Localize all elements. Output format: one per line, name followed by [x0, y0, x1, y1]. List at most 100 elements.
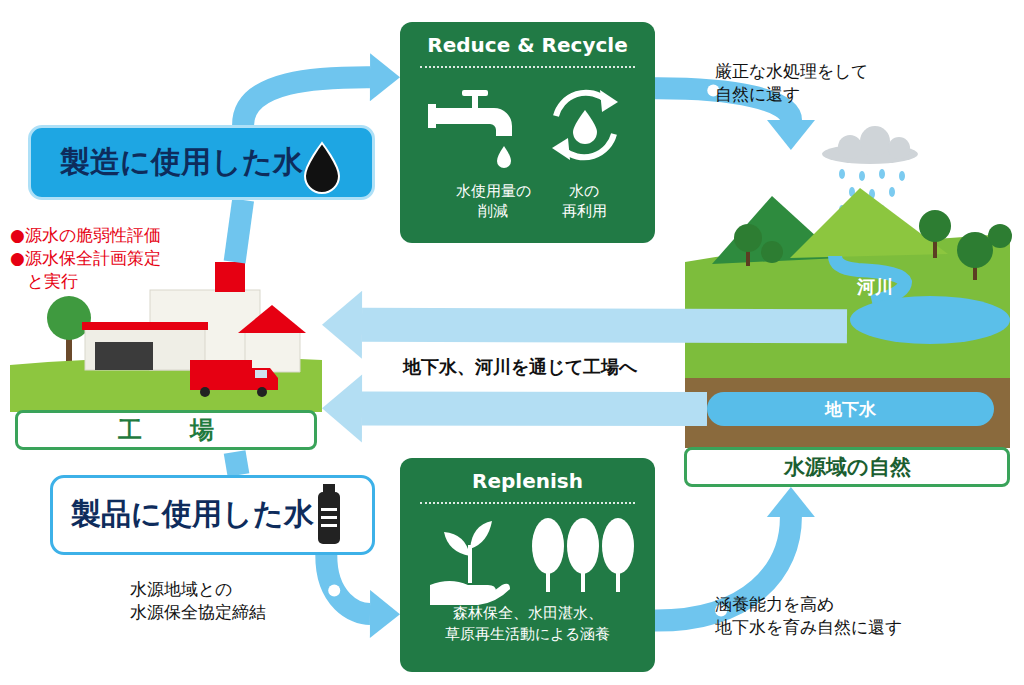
- bottle-icon-part: [323, 484, 335, 492]
- arrow-head: [322, 291, 362, 359]
- note-text: ●源水の脆弱性評価: [10, 224, 161, 247]
- node-label: 河川: [857, 275, 893, 298]
- flow-arrow: [235, 452, 239, 475]
- nature-illustration-part: [761, 241, 783, 263]
- recycle-icon-part: [552, 138, 570, 160]
- node-label: 工 場: [15, 410, 317, 450]
- rain-drops-part: [859, 171, 865, 181]
- nature-illustration-part: [734, 224, 762, 252]
- bottle-icon-part: [321, 524, 337, 527]
- flow-line: [243, 77, 370, 125]
- edge-label: 厳正な水処理をして 自然に還す: [715, 60, 887, 106]
- rain-drops-part: [879, 169, 885, 179]
- nature-illustration-part: [888, 137, 910, 159]
- rain-drops-part: [889, 187, 895, 197]
- water-drop-icon-part: [305, 143, 339, 193]
- nature-illustration-part: [835, 256, 905, 302]
- edge-label: 水源地域との 水源保全協定締結: [130, 578, 302, 624]
- groundwater-band: 地下水: [707, 392, 994, 426]
- arrow-head: [322, 374, 362, 442]
- flow-line: [362, 325, 847, 327]
- tree-icons-part: [546, 570, 550, 592]
- tree-icons: [532, 518, 634, 592]
- tree-icons-part: [602, 518, 634, 574]
- factory-illustration-part: [82, 322, 208, 330]
- node-label: 製品に使用した水: [71, 494, 314, 533]
- arrow-head: [767, 487, 815, 517]
- rain-drops-part: [899, 171, 905, 181]
- panel-text: 森林保全、水田湛水、 草原再生活動による涵養: [430, 603, 625, 645]
- sprout-hand-icon-part: [470, 521, 492, 549]
- factory-illustration-part: [95, 342, 153, 370]
- node-label: 水源域の自然: [684, 447, 1010, 487]
- bottle-icon: [318, 484, 340, 544]
- factory-illustration-part: [47, 296, 91, 340]
- recycle-icon: [552, 90, 618, 160]
- flow-line: [362, 391, 707, 426]
- panel-text: 水の 再利用: [554, 182, 614, 221]
- flow-arrow: [243, 53, 400, 125]
- edge-label: 涵養能力を高め 地下水を育み自然に還す: [715, 593, 900, 639]
- water-drop-icon: [305, 143, 339, 193]
- sprout-hand-icon: [430, 521, 510, 605]
- nature-illustration-part: [919, 210, 951, 242]
- arrow-head: [370, 53, 400, 101]
- bottle-icon-part: [321, 516, 337, 519]
- bottle-icon-part: [318, 492, 340, 544]
- flow-arrow: [235, 200, 244, 262]
- faucet-icon-part: [472, 95, 478, 109]
- sprout-hand-icon-part: [444, 532, 470, 556]
- flow-caption: 地下水、河川を通じて工場へ: [330, 355, 710, 379]
- bottle-icon-part: [321, 508, 337, 511]
- faucet-icon-part: [432, 108, 512, 136]
- recycle-icon-part: [600, 90, 618, 112]
- flow-line: [235, 200, 244, 262]
- flow-arrow: [322, 291, 847, 359]
- nature-illustration-part: [988, 224, 1012, 248]
- faucet-icon-part: [428, 104, 436, 128]
- flow-dot: [328, 584, 340, 596]
- factory-illustration-part: [252, 368, 278, 390]
- note-text: ●源水保全計画策定 と実行: [10, 247, 205, 293]
- factory-illustration-part: [190, 360, 252, 390]
- panel-heading: Reduce & Recycle: [420, 32, 635, 68]
- tree-icons-part: [581, 570, 585, 592]
- nature-illustration-part: [850, 296, 1010, 344]
- nature-illustration-part: [957, 232, 993, 268]
- factory-illustration-part: [255, 370, 267, 378]
- flow-line: [235, 452, 239, 475]
- factory-illustration-part: [215, 262, 245, 292]
- faucet-icon: [428, 90, 512, 168]
- tree-icons-part: [616, 570, 620, 592]
- flow-arrow: [322, 374, 707, 442]
- panel-text: 水使用量の 削減: [446, 182, 540, 221]
- nature-illustration-part: [838, 135, 862, 159]
- tree-icons-part: [567, 518, 599, 574]
- faucet-icon-part: [497, 146, 511, 168]
- tree-icons-part: [532, 518, 564, 574]
- rain-drops-part: [839, 169, 845, 179]
- factory-illustration-part: [238, 305, 306, 333]
- nature-illustration-part: [685, 378, 1010, 448]
- recycle-icon-part: [573, 110, 597, 144]
- arrow-head: [767, 120, 815, 150]
- node-label: 製造に使用した水: [60, 142, 303, 181]
- factory-illustration-part: [85, 328, 205, 370]
- factory-illustration-part: [200, 387, 210, 397]
- recycle-icon-part: [556, 93, 606, 116]
- flow-arrow: [326, 555, 400, 638]
- panel-heading: Replenish: [420, 468, 635, 504]
- sprout-hand-icon-part: [430, 581, 510, 605]
- factory-illustration-part: [257, 387, 267, 397]
- action-panel: Reduce & Recycle 水使用量の 削減水の 再利用: [400, 22, 655, 243]
- flow-line: [326, 555, 370, 614]
- nature-illustration: [685, 126, 1012, 448]
- nature-node: 水源域の自然 河川地下水: [682, 150, 1012, 487]
- nature-illustration-part: [860, 126, 890, 156]
- arrow-head: [370, 590, 400, 638]
- river-node: 河川: [847, 270, 962, 345]
- factory-illustration-part: [245, 330, 300, 372]
- node-label: 地下水: [707, 392, 994, 426]
